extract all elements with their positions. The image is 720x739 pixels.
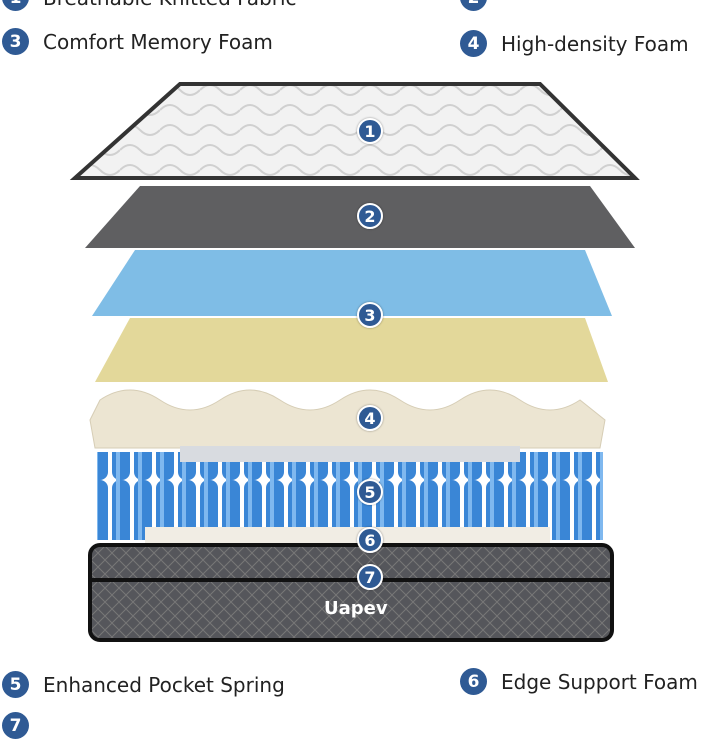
marker-7: 7: [357, 564, 383, 590]
number-badge: 5: [2, 671, 29, 698]
layer-egg-crate-foam: [89, 389, 606, 449]
layer-3-memory-foam: [92, 250, 612, 316]
marker-2: 2: [357, 203, 383, 229]
layer-1-knitted-fabric: [69, 82, 640, 180]
number-badge: 1: [2, 0, 29, 11]
marker-4: 4: [357, 405, 383, 431]
number-badge: 2: [460, 0, 487, 11]
legend-label: High-density Foam: [501, 31, 689, 56]
legend-item-6: 6 Edge Support Foam: [460, 668, 698, 695]
number-badge: 6: [460, 668, 487, 695]
legend-label: Edge Support Foam: [501, 669, 698, 694]
marker-3: 3: [357, 302, 383, 328]
legend-item-2: 2: [460, 0, 487, 11]
legend-label: Comfort Memory Foam: [43, 29, 273, 54]
legend-label: Breathable Knitted Fabric: [43, 0, 297, 10]
layer-7-base: [88, 543, 614, 642]
legend-item-3: 3 Comfort Memory Foam: [2, 28, 273, 55]
mattress-layers-illustration: [69, 82, 640, 642]
legend-item-1: 1 Breathable Knitted Fabric: [2, 0, 297, 11]
legend-item-4: 4 High-density Foam: [460, 30, 689, 57]
legend-item-5: 5 Enhanced Pocket Spring: [2, 671, 285, 698]
number-badge: 4: [460, 30, 487, 57]
marker-5: 5: [357, 479, 383, 505]
legend-label: Enhanced Pocket Spring: [43, 672, 285, 697]
brand-logo: Uapev: [324, 598, 388, 619]
number-badge: 3: [2, 28, 29, 55]
layer-5-pocket-springs: [97, 452, 603, 540]
marker-6: 6: [357, 527, 383, 553]
layer-4-yellow-foam: [95, 318, 608, 382]
marker-1: 1: [357, 118, 383, 144]
